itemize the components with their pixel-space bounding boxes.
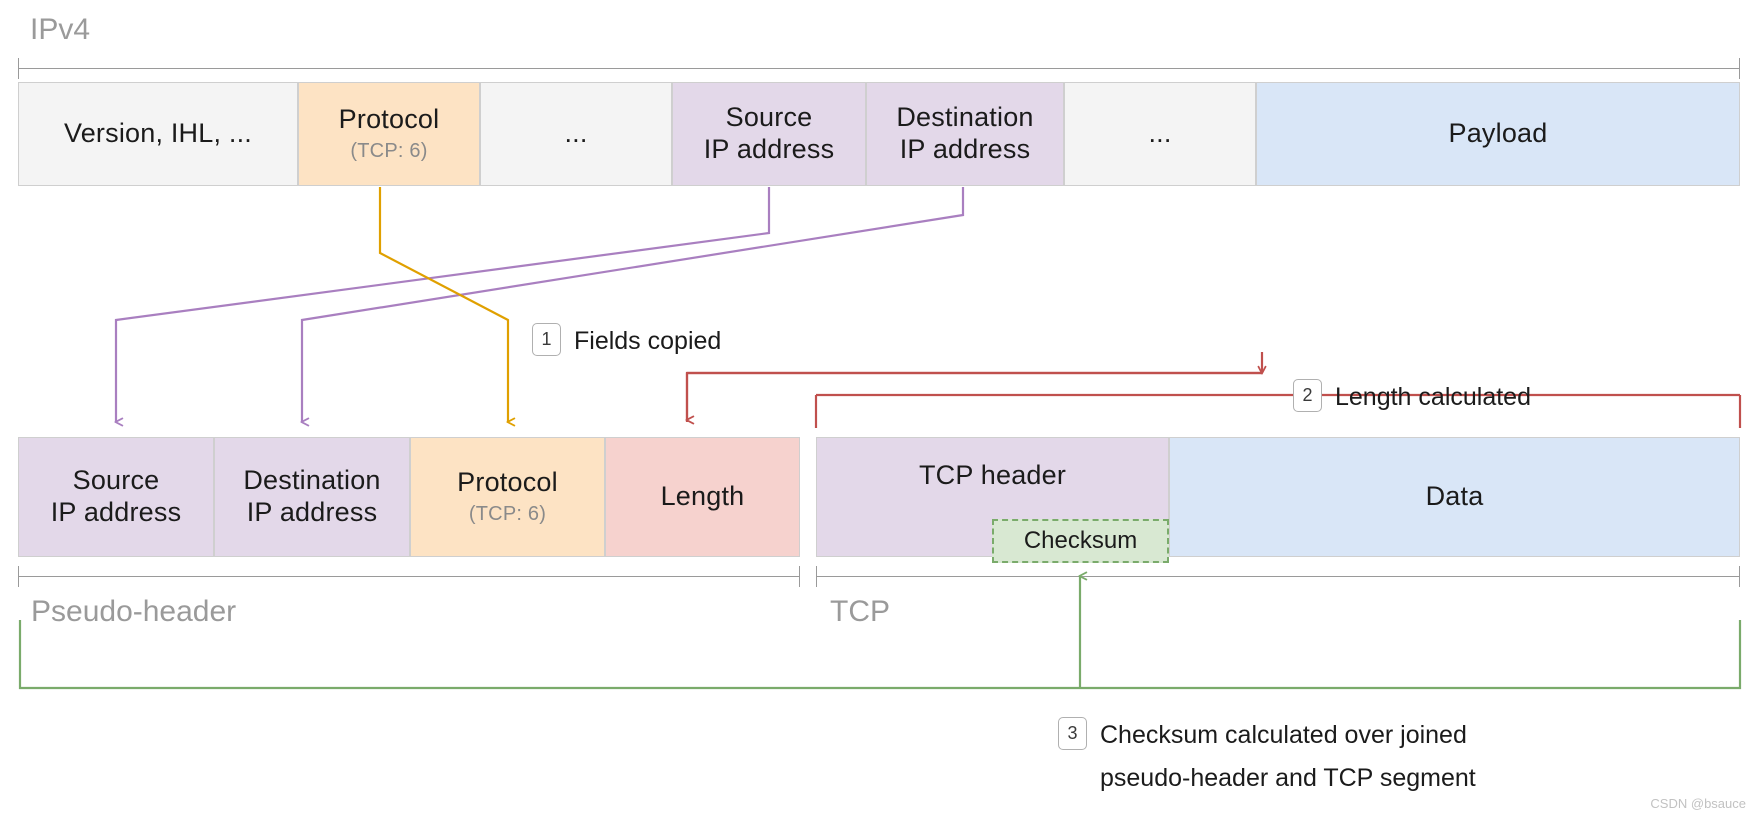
ipv4-field-ellipsis-2[interactable]: ... [1064, 82, 1256, 186]
field-label-line2: IP address [50, 497, 182, 527]
pseudo-header-bracket [18, 566, 800, 588]
step-number-badge: 3 [1058, 717, 1087, 750]
pseudo-field-destination-ip[interactable]: Destination IP address [214, 437, 410, 557]
connector-destination-ip [302, 187, 965, 422]
field-label: Source [725, 102, 813, 133]
step-1-fields-copied: 1 Fields copied [532, 320, 721, 363]
field-label: Destination [896, 102, 1034, 133]
section-label-tcp: TCP [830, 595, 890, 628]
field-label: ... [564, 118, 588, 149]
ipv4-field-destination-ip[interactable]: Destination IP address [866, 82, 1064, 186]
pseudo-field-length[interactable]: Length [605, 437, 800, 557]
watermark: CSDN @bsauce [1650, 796, 1746, 811]
step-2-length-calculated: 2 Length calculated [1293, 376, 1531, 419]
field-label-line2: IP address [246, 497, 378, 527]
field-label-line2: IP address [703, 134, 835, 164]
checksum-label: Checksum [1023, 527, 1138, 554]
pseudo-field-protocol[interactable]: Protocol (TCP: 6) [410, 437, 605, 557]
field-label: Source [72, 465, 160, 496]
field-sublabel: (TCP: 6) [350, 140, 428, 163]
step-caption: Checksum calculated over joined pseudo-h… [1100, 714, 1476, 800]
step-number-badge: 1 [532, 323, 561, 356]
tcp-checksum-box[interactable]: Checksum [992, 519, 1169, 563]
pseudo-field-source-ip[interactable]: Source IP address [18, 437, 214, 557]
field-label: TCP header [918, 460, 1067, 490]
ipv4-field-ellipsis-1[interactable]: ... [480, 82, 672, 186]
field-label: Payload [1448, 118, 1548, 149]
section-label-ipv4: IPv4 [30, 13, 91, 46]
field-sublabel: (TCP: 6) [468, 503, 547, 526]
ipv4-field-source-ip[interactable]: Source IP address [672, 82, 866, 186]
field-label: Destination [243, 465, 381, 496]
field-label: ... [1148, 118, 1172, 149]
tcp-field-data[interactable]: Data [1169, 437, 1740, 557]
connector-protocol [378, 187, 508, 422]
ipv4-field-version-ihl[interactable]: Version, IHL, ... [18, 82, 298, 186]
step-caption: Fields copied [574, 327, 722, 355]
step-caption-line1: Checksum calculated over joined [1100, 721, 1467, 749]
field-label: Length [660, 481, 745, 512]
connector-checksum [18, 576, 1742, 690]
field-label: Version, IHL, ... [64, 118, 252, 149]
step-caption-line2: pseudo-header and TCP segment [1100, 764, 1476, 792]
field-label: Protocol [457, 467, 558, 498]
field-label: Protocol [338, 104, 440, 135]
step-3-checksum-calculated: 3 Checksum calculated over joined pseudo… [1058, 714, 1476, 800]
connector-length [687, 352, 1742, 428]
ipv4-field-protocol[interactable]: Protocol (TCP: 6) [298, 82, 480, 186]
ipv4-field-payload[interactable]: Payload [1256, 82, 1740, 186]
step-number-badge: 2 [1293, 379, 1322, 412]
connector-source-ip [116, 187, 771, 422]
field-label: Data [1425, 481, 1484, 512]
tcp-bracket [816, 566, 1740, 588]
section-label-pseudo-header: Pseudo-header [31, 595, 237, 628]
ipv4-bracket [18, 58, 1740, 80]
step-caption: Length calculated [1335, 383, 1531, 411]
field-label-line2: IP address [899, 134, 1031, 164]
